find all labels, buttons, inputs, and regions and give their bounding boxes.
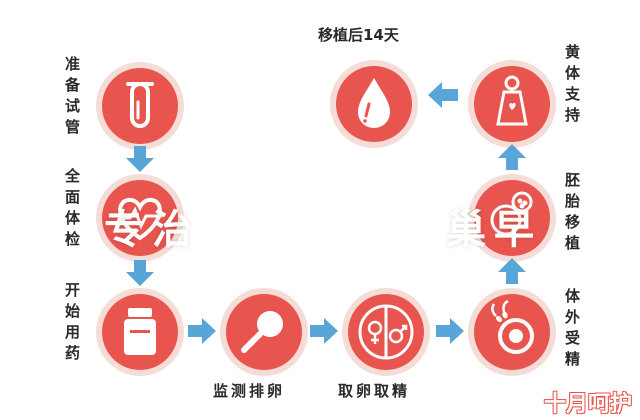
- arrow-step8-to-step9: [428, 82, 458, 108]
- arrow-step5-to-step6: [436, 318, 464, 344]
- pregnant-woman-icon: [468, 60, 556, 148]
- arrow-step7-to-step8: [498, 144, 526, 170]
- label-step7: 胚胎移植: [563, 172, 581, 256]
- overlay-text: 专治 巢早: [0, 208, 640, 252]
- arrow-step6-to-step7: [498, 258, 526, 284]
- node-egg-sperm-retrieval: [340, 286, 432, 378]
- arrow-step2-to-step3: [126, 260, 154, 286]
- label-step1: 准备试管: [63, 56, 81, 140]
- label-step2: 全面体检: [63, 168, 81, 252]
- label-step5: 取卵取精: [338, 382, 411, 400]
- node-prepare-ivf: [94, 60, 186, 152]
- label-step8: 黄体支持: [563, 44, 581, 128]
- node-embryo-transfer: [466, 172, 558, 264]
- node-start-medication: [94, 286, 186, 378]
- medicine-bottle-icon: [96, 288, 184, 376]
- gender-symbols-icon: [342, 288, 430, 376]
- node-ivf-fertilization: [466, 286, 558, 378]
- label-step3: 开始用药: [63, 282, 81, 366]
- heart-pulse-icon: [96, 174, 184, 262]
- label-step4: 监测排卵: [213, 382, 286, 400]
- magnifier-icon: [220, 288, 308, 376]
- node-after-14-days: [328, 58, 420, 150]
- overlay-text-right: 巢早: [446, 207, 542, 253]
- node-full-checkup: [94, 172, 186, 264]
- watermark-logo: 十月呵护: [543, 392, 632, 417]
- embryo-icon: [468, 174, 556, 262]
- label-step9: 移植后14天: [318, 26, 399, 44]
- arrow-step1-to-step2: [126, 146, 154, 172]
- blood-drop-icon: [330, 60, 418, 148]
- arrow-step3-to-step4: [188, 318, 216, 344]
- egg-sperm-icon: [468, 288, 556, 376]
- overlay-text-left: 专治: [104, 207, 200, 253]
- label-step6: 体外受精: [563, 288, 581, 372]
- arrow-step4-to-step5: [310, 318, 338, 344]
- node-monitor-ovulation: [218, 286, 310, 378]
- node-luteal-support: [466, 58, 558, 150]
- test-tube-icon: [96, 62, 184, 150]
